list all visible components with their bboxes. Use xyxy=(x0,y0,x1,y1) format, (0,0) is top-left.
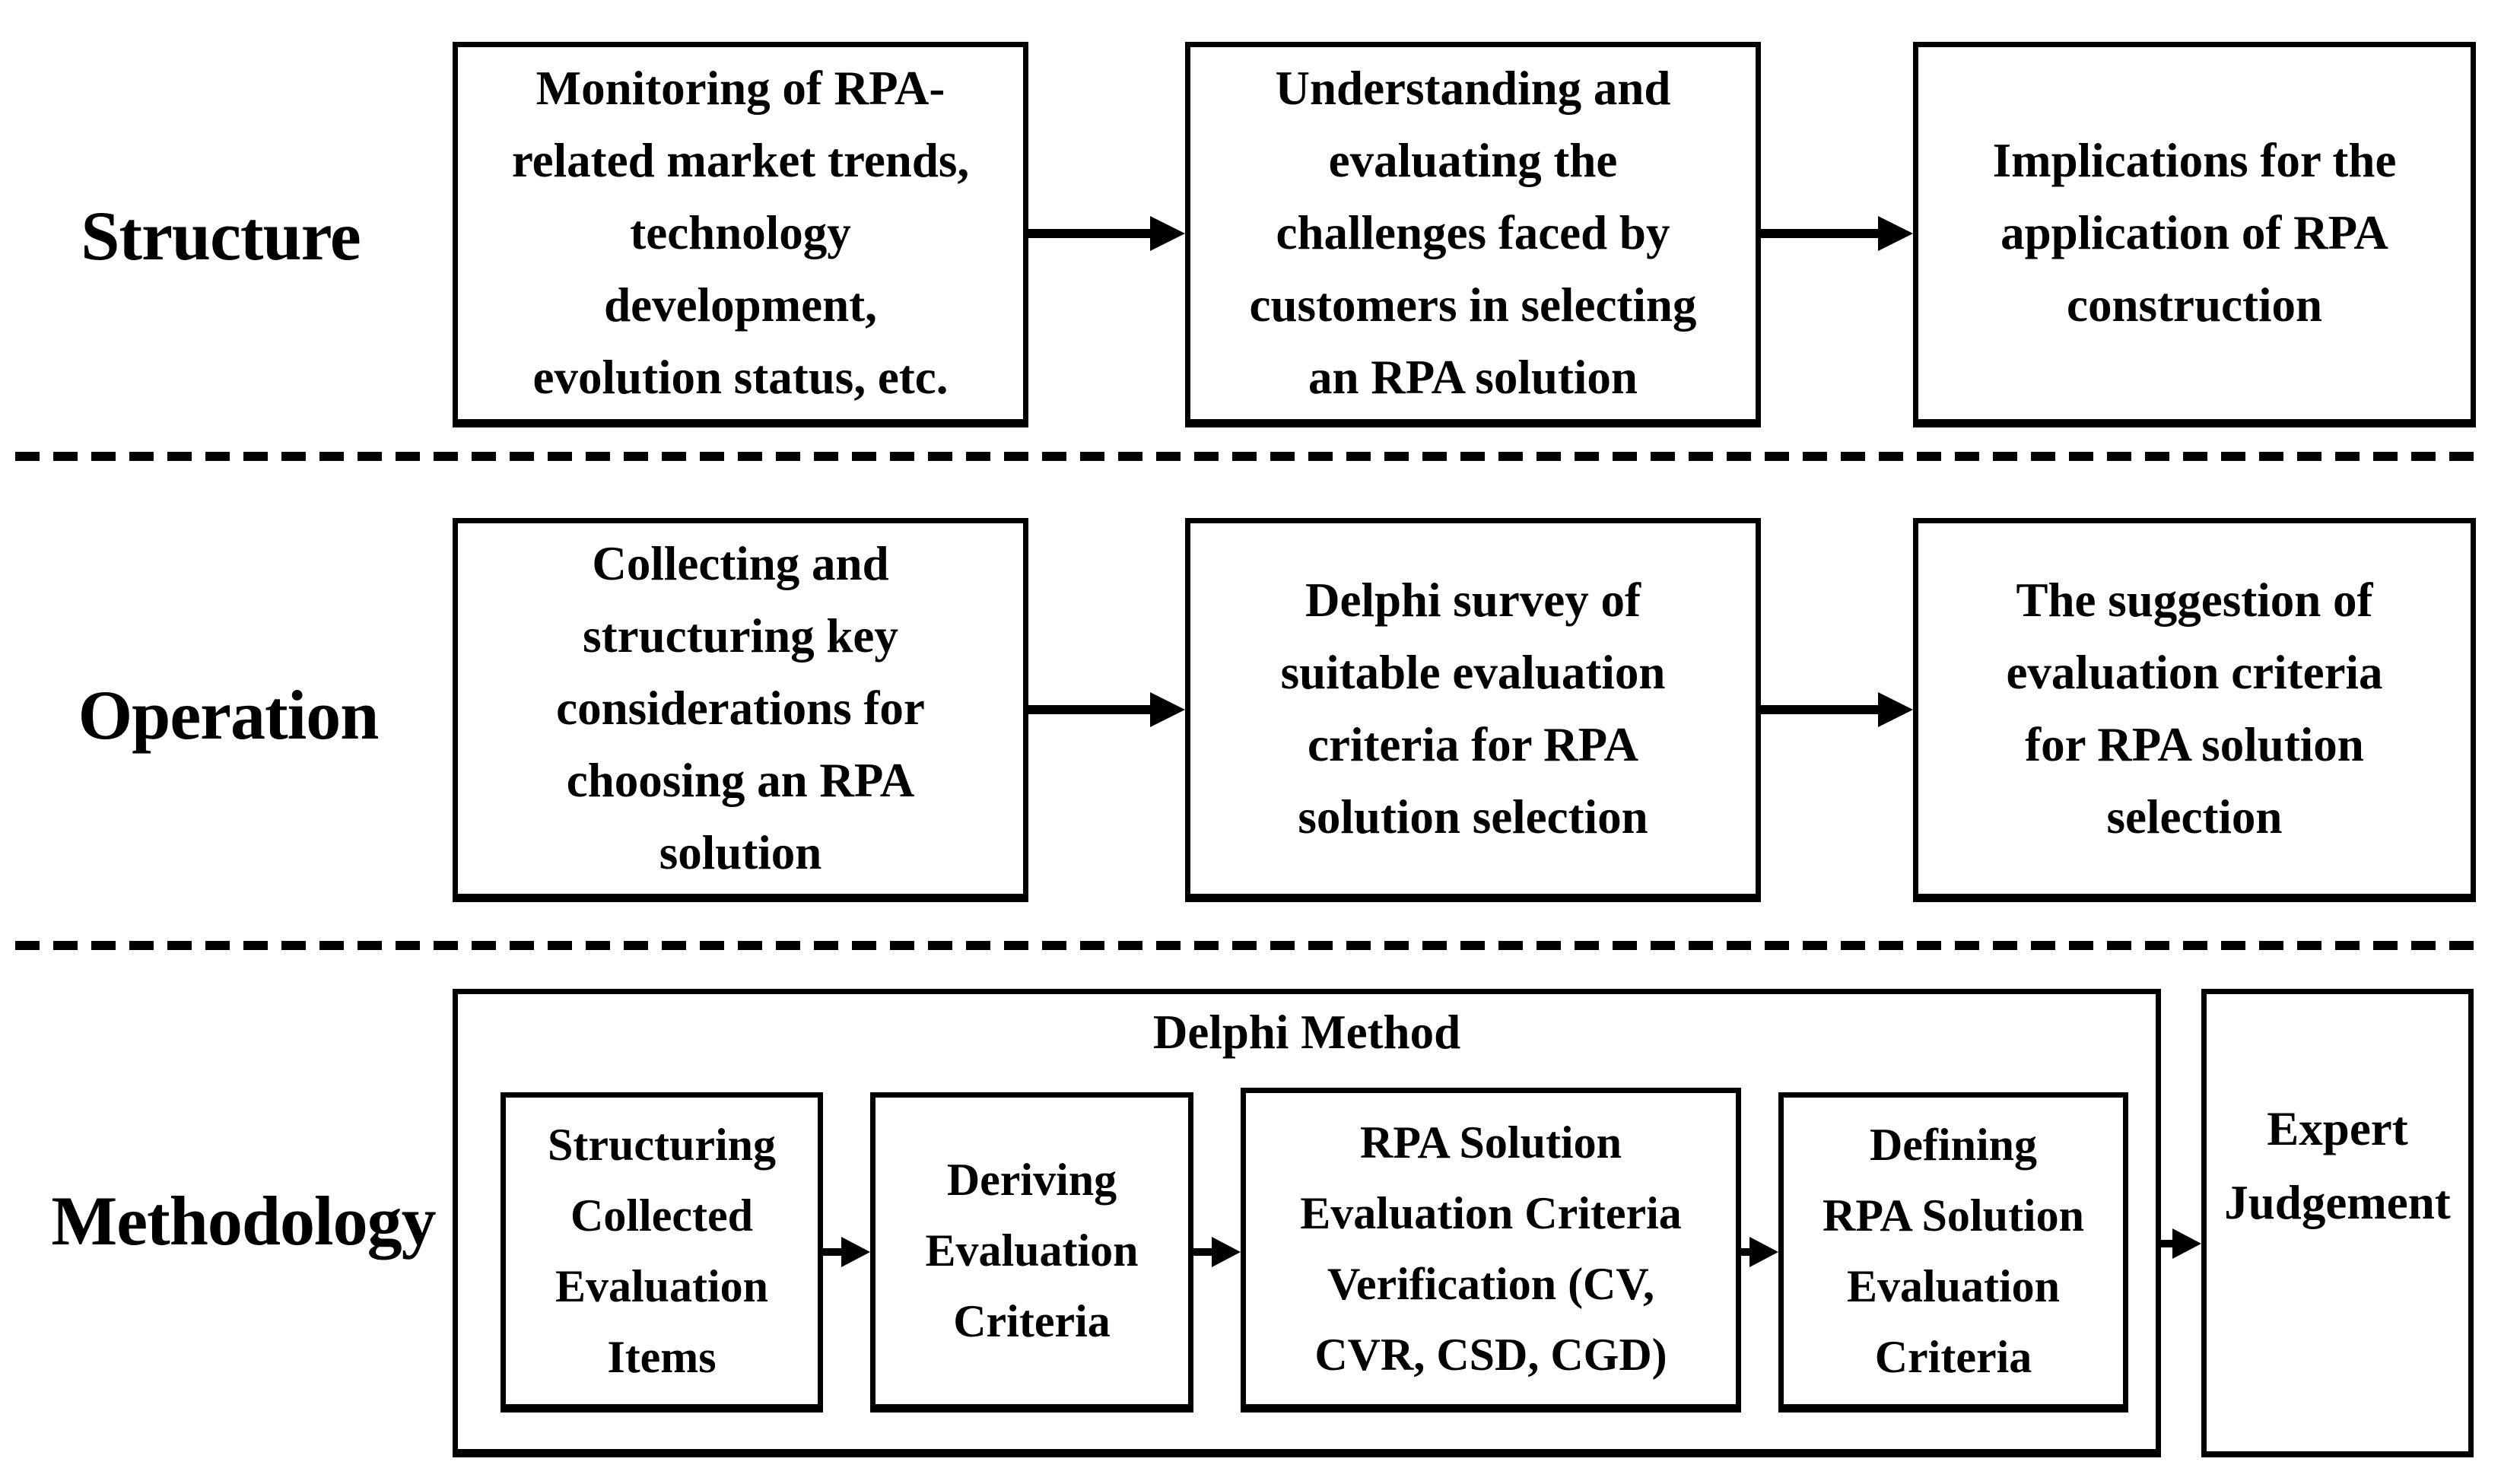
arrow-head xyxy=(1150,216,1185,251)
arrow-shaft xyxy=(1741,1248,1749,1256)
box-delphi-survey-text: Delphi survey of suitable evaluation cri… xyxy=(1280,573,1666,844)
arrow-shaft xyxy=(1761,229,1878,238)
flow-arrow-right-icon xyxy=(1741,1237,1778,1267)
box-implications-rpa-construction-text: Implications for the application of RPA … xyxy=(1992,134,2397,332)
box-understanding-challenges: Understanding and evaluating the challen… xyxy=(1185,42,1761,427)
box-suggestion-evaluation-criteria-text: The suggestion of evaluation criteria fo… xyxy=(2006,573,2383,844)
arrow-head xyxy=(841,1237,870,1267)
delphi-method-title: Delphi Method xyxy=(1152,1006,1461,1059)
box-monitoring-rpa-trends: Monitoring of RPA- related market trends… xyxy=(453,42,1028,427)
dashed-separator-structure-operation xyxy=(15,452,2486,461)
box-suggestion-evaluation-criteria: The suggestion of evaluation criteria fo… xyxy=(1913,518,2476,902)
arrow-head xyxy=(1212,1237,1241,1267)
arrow-shaft xyxy=(1028,229,1150,238)
arrow-shaft xyxy=(1761,705,1878,714)
step-box-defining-criteria-text: Defining RPA Solution Evaluation Criteri… xyxy=(1823,1119,2084,1382)
row-label-structure: Structure xyxy=(81,197,361,275)
arrow-head xyxy=(1878,216,1913,251)
expert-judgement-box: Expert Judgement xyxy=(2201,989,2474,1457)
box-understanding-challenges-text: Understanding and evaluating the challen… xyxy=(1249,62,1697,404)
flow-arrow-right-icon xyxy=(1028,692,1185,727)
flow-arrow-right-icon xyxy=(1193,1237,1241,1267)
box-delphi-survey: Delphi survey of suitable evaluation cri… xyxy=(1185,518,1761,902)
step-box-structuring-items-text: Structuring Collected Evaluation Items xyxy=(548,1119,776,1382)
arrow-head xyxy=(1749,1237,1778,1267)
flow-arrow-right-icon xyxy=(1761,692,1913,727)
step-box-criteria-verification: RPA Solution Evaluation Criteria Verific… xyxy=(1241,1088,1741,1413)
expert-judgement-text: Expert Judgement xyxy=(2224,1101,2451,1229)
dashed-separator-operation-methodology xyxy=(15,941,2486,950)
flow-arrow-right-icon xyxy=(1028,216,1185,251)
arrow-shaft xyxy=(1193,1248,1212,1256)
step-box-deriving-criteria-text: Deriving Evaluation Criteria xyxy=(925,1155,1139,1346)
arrow-head xyxy=(1150,692,1185,727)
step-box-criteria-verification-text: RPA Solution Evaluation Criteria Verific… xyxy=(1300,1117,1682,1380)
flow-arrow-right-icon xyxy=(2161,1228,2201,1259)
flow-arrow-right-icon xyxy=(1761,216,1913,251)
flow-arrow-right-icon xyxy=(823,1237,870,1267)
arrow-head xyxy=(1878,692,1913,727)
arrow-shaft xyxy=(1028,705,1150,714)
box-implications-rpa-construction: Implications for the application of RPA … xyxy=(1913,42,2476,427)
box-monitoring-rpa-trends-text: Monitoring of RPA- related market trends… xyxy=(511,62,970,404)
box-collecting-considerations-text: Collecting and structuring key considera… xyxy=(556,537,925,879)
arrow-shaft xyxy=(823,1248,841,1256)
box-collecting-considerations: Collecting and structuring key considera… xyxy=(453,518,1028,902)
row-label-methodology: Methodology xyxy=(51,1182,436,1260)
step-box-defining-criteria: Defining RPA Solution Evaluation Criteri… xyxy=(1778,1092,2128,1413)
step-box-deriving-criteria: Deriving Evaluation Criteria xyxy=(870,1092,1193,1413)
arrow-shaft xyxy=(2161,1240,2172,1247)
row-label-operation: Operation xyxy=(78,676,380,754)
step-box-structuring-items: Structuring Collected Evaluation Items xyxy=(501,1092,823,1413)
arrow-head xyxy=(2172,1228,2201,1259)
